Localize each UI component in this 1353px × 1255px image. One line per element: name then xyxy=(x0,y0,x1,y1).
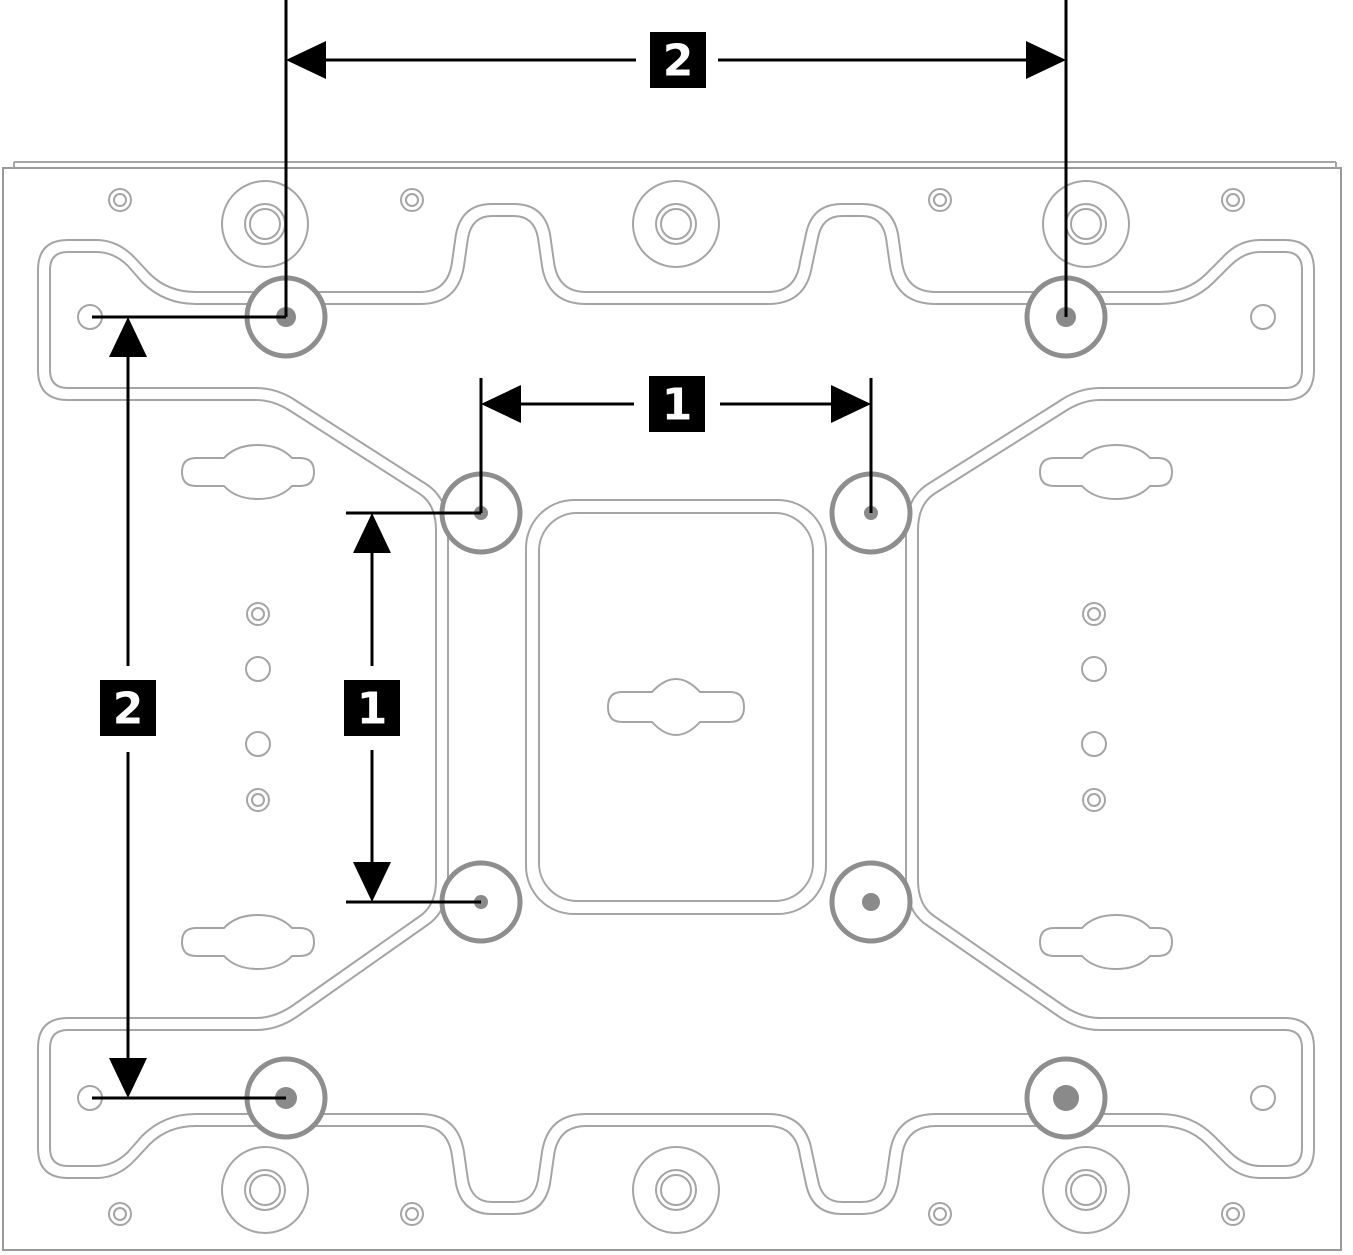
keyhole-slot xyxy=(180,443,316,501)
callout-badge-1: 1 xyxy=(357,684,388,735)
keyhole-slot xyxy=(1038,913,1174,971)
screw-holes xyxy=(77,188,1276,1226)
center-recess xyxy=(525,499,827,915)
callout-badge-1: 1 xyxy=(662,380,693,431)
callout-badge-2: 2 xyxy=(663,36,694,87)
bosses xyxy=(221,180,1130,1234)
dimension-outer-horizontal: 2 xyxy=(284,0,1068,317)
dimension-outer-vertical: 2 xyxy=(92,315,286,1100)
keyhole-slot xyxy=(180,913,316,971)
keyhole-slot xyxy=(1038,443,1174,501)
mount-plate xyxy=(2,161,1342,1251)
keyhole-slot xyxy=(606,677,746,737)
keyhole-slots xyxy=(180,443,1174,971)
callout-badge-2: 2 xyxy=(113,684,144,735)
top-arm-outline xyxy=(37,203,1315,1215)
dimension-inner-horizontal: 1 xyxy=(479,376,873,513)
dimension-inner-vertical: 1 xyxy=(344,511,481,904)
